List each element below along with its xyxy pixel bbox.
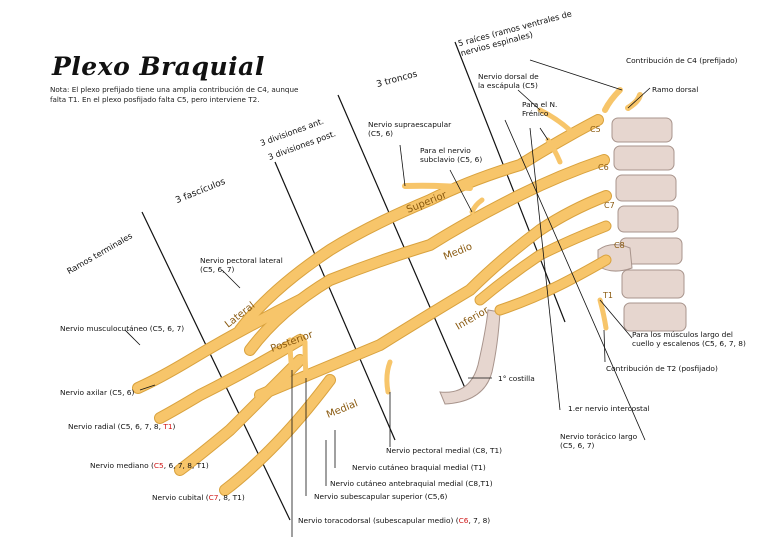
spine [597,117,687,332]
label-part-red: C5 [153,461,164,470]
label-musculocutaneo: Nervio musculocutáneo (C5, 6, 7) [60,324,185,333]
label-line: Frénico [522,109,549,118]
label-part-red: T1 [163,422,173,431]
label-cubital: Nervio cubital (C7, 8, T1) [152,493,245,502]
label-cord-medial: Medial [325,398,360,420]
label-intercostal: 1.er nervio intercostal [568,404,650,413]
vertebra [623,302,687,332]
label-trunk-medio: Medio [442,241,474,262]
root-t1 [495,255,611,315]
branch-pectoral-lateral [279,257,323,288]
label-frenico: Para el N. Frénico [522,100,557,118]
label-musculos-largo: Para los músculos largo del cuello y esc… [632,330,746,348]
label-toracico-largo: Nervio torácico largo (C5, 6, 7) [560,432,637,450]
root-c8 [475,221,611,305]
vertebra [613,145,675,171]
label-dorsal-escapula: Nervio dorsal de la escápula (C5) [478,72,539,90]
leader-lines [124,59,651,537]
label-primera-costilla: 1° costilla [498,374,535,383]
label-toracodorsal: Nervio toracodorsal (subescapular medio)… [298,516,490,525]
nerve-musculocutaneo [133,295,305,393]
label-part: Nervio cubital ( [152,493,209,502]
label-contribucion-c4: Contribución de C4 (prefijado) [626,56,738,65]
branch-c4 [602,87,623,113]
label-part-red: C6 [458,516,469,525]
label-subescapular-superior: Nervio subescapular superior (C5,6) [314,492,448,501]
nerve-mediano [175,355,305,475]
label-c8: C8 [614,241,625,250]
label-line: Para los músculos largo del [632,330,733,339]
label-ramo-dorsal: Ramo dorsal [652,85,699,94]
label-c6: C6 [598,163,609,172]
branch-subescapular [287,337,295,373]
nerves [133,87,643,495]
label-trunk-superior: Superior [405,189,449,215]
label-line: cuello y escalenos (C5, 6, 7, 8) [632,339,746,348]
divider-trunks [337,94,469,396]
branch-toracodorsal [302,339,309,381]
label-cutaneo-braquial: Nervio cutáneo braquial medial (T1) [352,463,486,472]
note-text: Nota: El plexo prefijado tiene una ampli… [50,85,299,104]
label-line: Para el nervio [420,146,471,155]
label-pectoral-lateral: Nervio pectoral lateral (C5, 6, 7) [200,256,283,274]
page-title: Plexo Braquial [52,52,265,81]
label-line: (C5, 6, 7) [560,441,595,450]
vertebra [621,269,685,299]
label-part: Nervio mediano ( [90,461,154,470]
branch-t2 [597,297,609,331]
label-cutaneo-antebraquial: Nervio cutáneo antebraquial medial (C8,T… [330,479,493,488]
root-labels: C5 C6 C7 C8 T1 [590,125,625,300]
label-supraescapular: Nervio supraescapular (C5, 6) [368,120,451,138]
nerve-radial [155,335,305,423]
label-axilar: Nervio axilar (C5, 6) [60,388,135,397]
label-radial: Nervio radial (C5, 6, 7, 8, T1) [68,422,175,431]
nerve-outlines [132,114,612,496]
branch-dorsal-escapula [537,107,578,138]
label-part: ) [172,422,176,431]
label-line: la escápula (C5) [478,81,538,90]
label-part-red: C7 [208,493,219,502]
label-c5: C5 [590,125,601,134]
label-line: Para el N. [522,100,558,109]
branch-frenico [545,137,563,165]
label-line: Nervio torácico largo [560,432,638,441]
label-line: Nervio dorsal de [478,72,539,81]
vertebra [615,174,677,202]
divider-divisions [274,161,396,441]
label-line: (C5, 6, 7) [200,265,235,274]
trunk-inferior [255,191,611,400]
label-part: Nervio toracodorsal (subescapular medio)… [298,516,459,525]
branch-subclavio [469,197,485,215]
label-part: , 8, T1) [218,493,245,502]
divider-cords [141,211,291,521]
branch-pectoral-medial [384,359,393,395]
label-t1: T1 [602,291,613,300]
label-mediano: Nervio mediano (C5, 6, 7, 8, T1) [90,461,209,470]
label-part: , 6, 7, 8, T1) [163,461,209,470]
label-line: Nervio supraescapular [368,120,452,129]
label-c7: C7 [604,201,615,210]
nerve-cubital [220,375,335,495]
label-part: Nervio radial (C5, 6, 7, 8, [68,422,164,431]
branch-supraescapular [402,182,473,191]
label-contribucion-t2: Contribución de T2 (posfijado) [606,364,718,373]
vertebra [617,205,679,233]
vertebra [611,117,673,143]
label-part: , 7, 8) [468,516,491,525]
label-pectoral-medial: Nervio pectoral medial (C8, T1) [386,446,503,455]
label-line: Nervio pectoral lateral [200,256,283,265]
label-line: (C5, 6) [368,129,394,138]
label-line: subclavio (C5, 6) [420,155,483,164]
label-subclavio: Para el nervio subclavio (C5, 6) [420,146,482,164]
divider-roots [454,41,566,323]
section-dividers [141,41,566,521]
